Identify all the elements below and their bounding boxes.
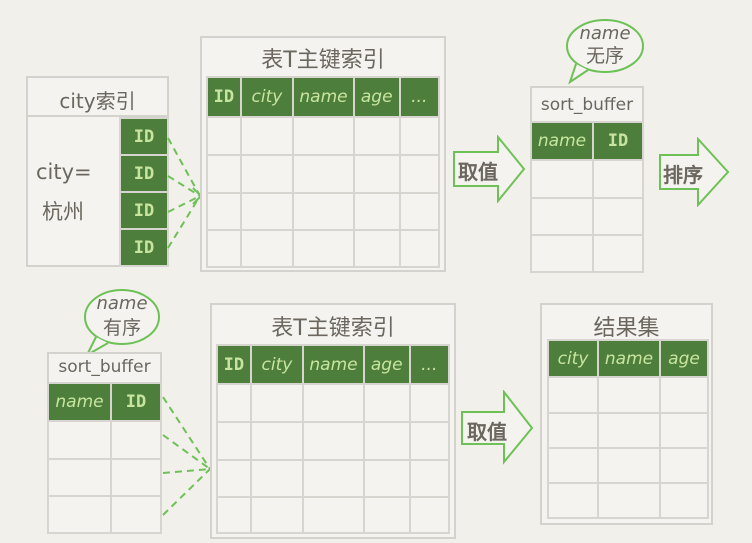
column-header: name xyxy=(597,339,661,378)
sort-buffer-title-bottom: sort_buffer xyxy=(58,357,151,377)
bubble-text-top-1: name xyxy=(579,23,631,44)
lookup-dashed-arrows-bottom xyxy=(162,396,211,516)
fetch-arrow-icon-top xyxy=(453,135,526,203)
table-row xyxy=(206,192,441,231)
primary-index-title-bottom: 表T主键索引 xyxy=(271,316,395,341)
city-index-title-divider xyxy=(27,115,168,117)
table-row xyxy=(547,482,709,519)
table-row xyxy=(547,412,709,449)
lookup-dashed-arrows-top xyxy=(167,137,203,249)
table-row xyxy=(216,421,451,461)
table-row xyxy=(547,447,709,484)
column-header: name xyxy=(530,121,594,161)
fetch-label-top: 取值 xyxy=(458,160,498,184)
table-row xyxy=(216,383,451,423)
column-header: ID xyxy=(206,76,242,118)
table-row xyxy=(206,116,441,156)
city-key-label: city= xyxy=(36,160,92,184)
id-cell: ID xyxy=(119,191,169,230)
result-set-table: city name age xyxy=(547,339,709,519)
column-header: city xyxy=(547,339,599,378)
id-cell: ID xyxy=(119,228,169,267)
column-header: name xyxy=(302,344,365,385)
table-row xyxy=(206,229,441,268)
table-row xyxy=(530,197,644,236)
sort-buffer-title-top: sort_buffer xyxy=(540,95,634,115)
column-header: ... xyxy=(398,76,441,118)
city-index-title: city索引 xyxy=(59,89,136,113)
table-row xyxy=(47,495,162,534)
table-row xyxy=(216,496,451,534)
city-index-id-column: ID ID ID ID xyxy=(119,117,169,267)
speech-bubble-icon-top xyxy=(566,19,644,85)
primary-index-title-top: 表T主键索引 xyxy=(261,48,385,73)
column-header: age xyxy=(352,76,401,118)
table-row xyxy=(530,234,644,273)
table-row xyxy=(47,458,162,497)
column-header: city xyxy=(239,76,295,118)
column-header: age xyxy=(362,344,411,385)
primary-index-table-top: ID city name age ... xyxy=(206,76,441,268)
sort-buffer-table-bottom: name ID xyxy=(47,382,162,534)
id-cell: ID xyxy=(119,154,169,193)
fetch-arrow-icon-bottom xyxy=(461,390,534,465)
speech-bubble-icon-bottom xyxy=(84,289,160,357)
bubble-text-bottom-2: 有序 xyxy=(102,317,141,339)
id-cell: ID xyxy=(119,117,169,156)
column-header: name xyxy=(47,382,112,422)
column-header: ... xyxy=(408,344,451,385)
table-row xyxy=(216,459,451,498)
table-row xyxy=(206,154,441,194)
column-header: ID xyxy=(216,344,252,385)
table-row xyxy=(547,376,709,414)
primary-index-table-bottom: ID city name age ... xyxy=(216,344,451,534)
fetch-label-bottom: 取值 xyxy=(467,420,507,444)
sort-label: 排序 xyxy=(663,163,703,187)
column-header: city xyxy=(249,344,305,385)
sort-arrow-icon xyxy=(659,137,730,207)
table-row xyxy=(47,420,162,460)
bubble-text-bottom-1: name xyxy=(96,293,148,314)
column-header: name xyxy=(292,76,355,118)
bubble-text-top-2: 无序 xyxy=(585,45,624,67)
column-header: ID xyxy=(592,121,644,161)
column-header: ID xyxy=(110,382,162,422)
city-key-value: 杭州 xyxy=(42,200,84,224)
result-set-title: 结果集 xyxy=(593,316,660,341)
table-row xyxy=(530,159,644,199)
sort-buffer-table-top: name ID xyxy=(530,121,644,273)
column-header: age xyxy=(659,339,709,378)
